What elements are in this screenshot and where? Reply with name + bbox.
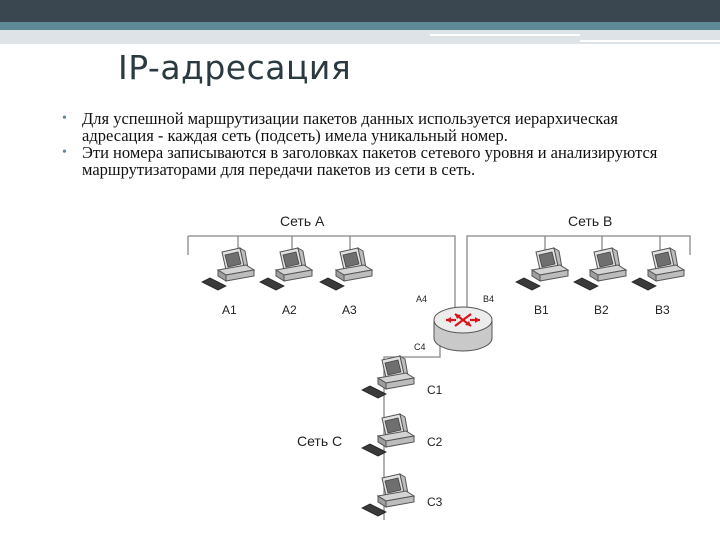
bullet-text: Эти номера записываются в заголовках пак… xyxy=(82,143,658,179)
host-label-a1: A1 xyxy=(222,303,237,317)
slide-header-lines xyxy=(430,34,720,48)
bullet-list: • Для успешной маршрутизации пакетов дан… xyxy=(62,110,662,178)
bullet-text: Для успешной маршрутизации пакетов данны… xyxy=(82,109,618,145)
slide-title: IP-адресация xyxy=(118,48,352,87)
bullet-icon: • xyxy=(62,111,67,126)
computer-icon-c2 xyxy=(361,413,415,457)
router-icon xyxy=(433,306,493,352)
computer-icon-c1 xyxy=(361,355,415,399)
slide-accent-bar xyxy=(0,22,720,30)
computer-icon-a2 xyxy=(259,247,313,291)
bullet-icon: • xyxy=(62,145,67,160)
host-label-c3: C3 xyxy=(427,495,443,509)
network-a-label: Сеть А xyxy=(280,213,325,229)
network-links xyxy=(187,235,691,520)
network-c-label: Сеть С xyxy=(297,433,342,449)
host-label-b3: B3 xyxy=(655,303,670,317)
computer-icon-a3 xyxy=(319,247,373,291)
computer-icon-b3 xyxy=(631,247,685,291)
computer-icon-b1 xyxy=(515,247,569,291)
computer-icon-c3 xyxy=(361,473,415,517)
computer-icon-b2 xyxy=(573,247,627,291)
host-label-a2: A2 xyxy=(282,303,297,317)
port-label-c4: C4 xyxy=(414,342,426,352)
port-label-b4: B4 xyxy=(483,294,494,304)
port-label-a4: A4 xyxy=(416,294,427,304)
bullet-item: • Для успешной маршрутизации пакетов дан… xyxy=(62,110,662,144)
network-b-label: Сеть В xyxy=(568,213,612,229)
computer-icon-a1 xyxy=(201,247,255,291)
host-label-c1: C1 xyxy=(427,383,443,397)
host-label-a3: A3 xyxy=(342,303,357,317)
slide-top-bar xyxy=(0,0,720,22)
slide-header-band xyxy=(0,30,720,44)
host-label-c2: C2 xyxy=(427,435,443,449)
network-b-bus xyxy=(466,235,691,310)
host-label-b2: B2 xyxy=(594,303,609,317)
bullet-item: • Эти номера записываются в заголовках п… xyxy=(62,144,662,178)
network-a-bus xyxy=(187,235,456,310)
host-label-b1: B1 xyxy=(534,303,549,317)
